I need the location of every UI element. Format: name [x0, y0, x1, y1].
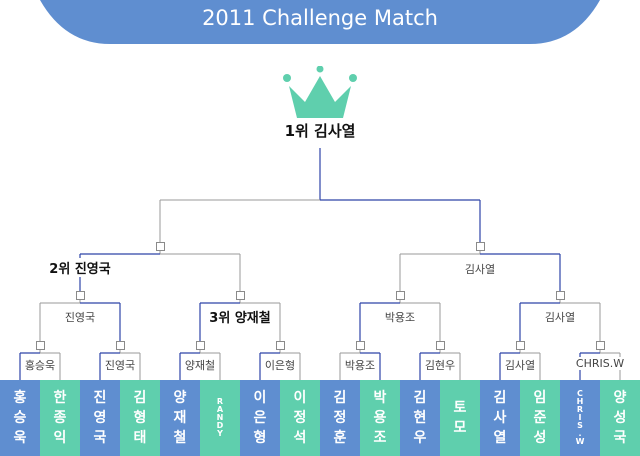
quarterfinal-label-3: 박용조 — [383, 309, 417, 325]
round-of-16-label-6: 김현우 — [423, 357, 457, 373]
bracket-node-qf-4 — [555, 290, 565, 300]
bracket-node-r16-2 — [115, 340, 125, 350]
round-of-16-label-1: 홍승욱 — [23, 357, 57, 373]
bracket-node-r16-8 — [595, 340, 605, 350]
bracket-node-r16-5 — [355, 340, 365, 350]
semifinal-right-label: 김사열 — [463, 261, 497, 277]
quarterfinal-label-2: 3위 양재철 — [209, 307, 271, 326]
header-banner-shape — [40, 0, 600, 44]
header-banner — [40, 0, 600, 44]
bracket-node-r16-7 — [515, 340, 525, 350]
round-of-16-label-5: 박용조 — [343, 357, 377, 373]
page-title: 2011 Challenge Match — [202, 6, 438, 30]
semifinal-left-label: 2위 진영국 — [49, 258, 111, 277]
champion-label: 1위 김사열 — [284, 122, 356, 140]
round-of-16-label-3: 양재철 — [183, 357, 217, 373]
round-of-16-label-4: 이은형 — [263, 357, 297, 373]
bracket-node-sf-1 — [155, 241, 165, 251]
bracket-node-r16-3 — [195, 340, 205, 350]
bracket-node-r16-4 — [275, 340, 285, 350]
bracket-node-r16-1 — [35, 340, 45, 350]
round-of-16-label-8: CHRIS.W — [574, 357, 626, 370]
crown-icon — [283, 66, 357, 118]
quarterfinal-label-4: 김사열 — [543, 309, 577, 325]
bracket-node-qf-3 — [395, 290, 405, 300]
bracket-node-qf-2 — [235, 290, 245, 300]
bracket-node-r16-6 — [435, 340, 445, 350]
quarterfinal-label-1: 진영국 — [63, 309, 97, 325]
round-of-16-label-2: 진영국 — [103, 357, 137, 373]
bracket-node-qf-1 — [75, 290, 85, 300]
round-of-16-label-7: 김사열 — [503, 357, 537, 373]
bracket-node-sf-2 — [475, 241, 485, 251]
